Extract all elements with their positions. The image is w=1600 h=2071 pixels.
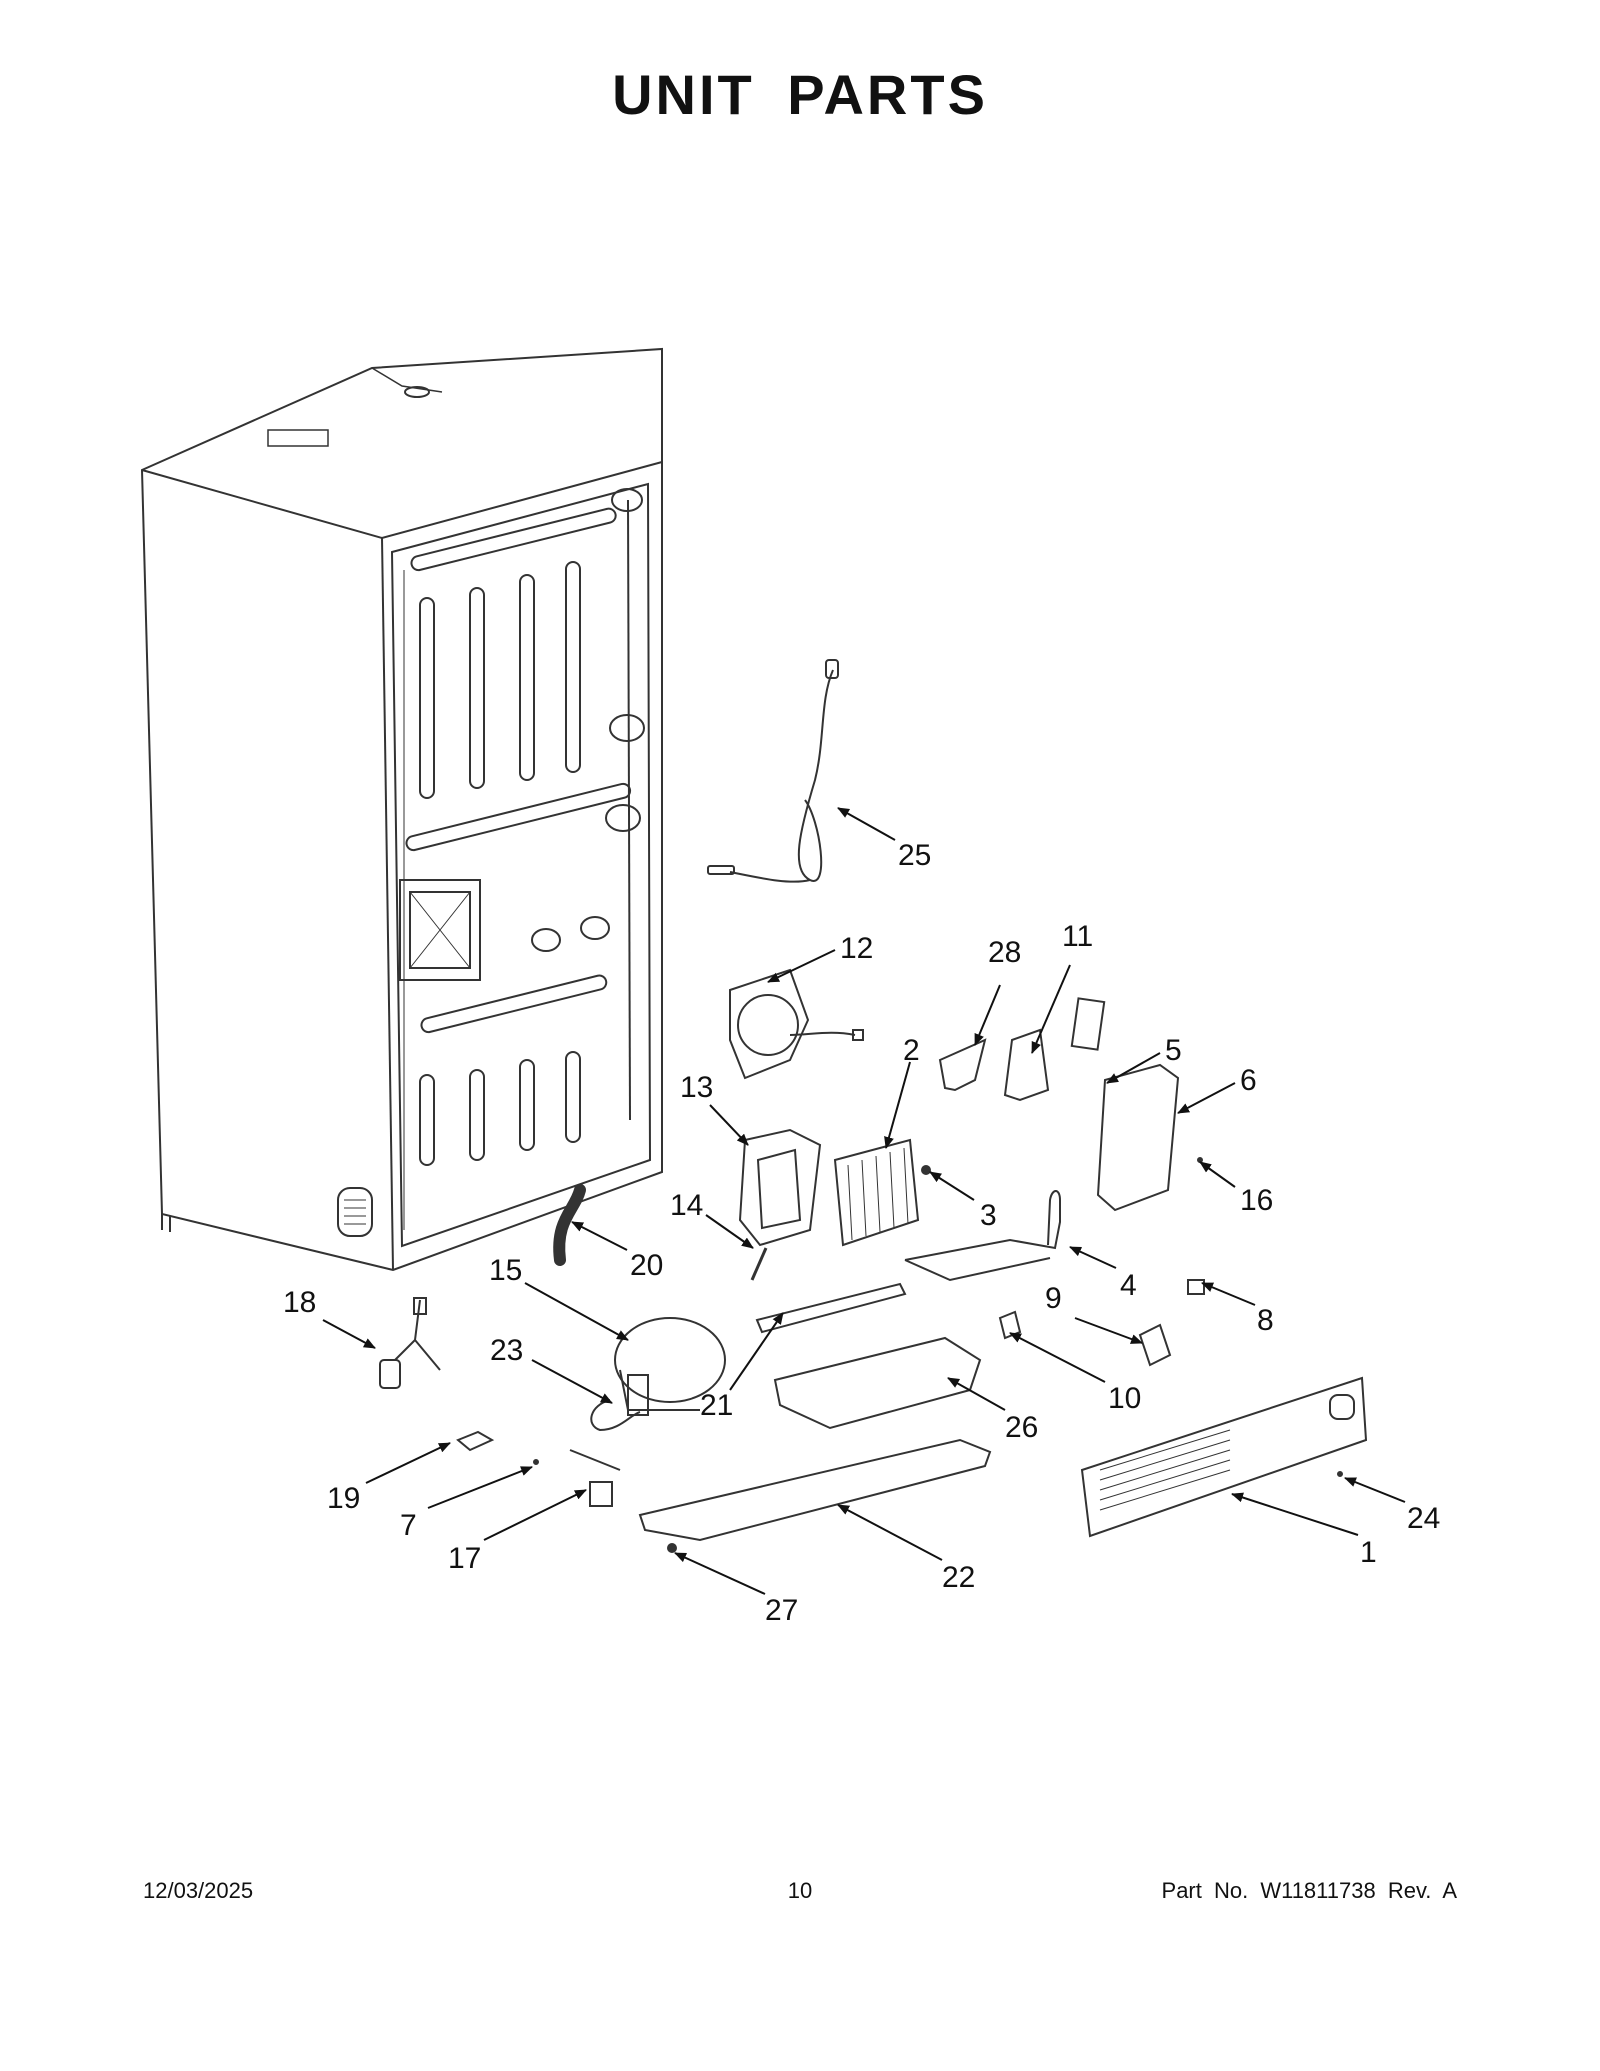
part-17-relay bbox=[569, 1449, 621, 1507]
part-4-drain-tube bbox=[904, 1190, 1061, 1282]
refrigerator-cabinet bbox=[140, 347, 663, 1272]
part-28-bracket bbox=[938, 1038, 987, 1092]
callout-1: 1 bbox=[1360, 1536, 1377, 1569]
callout-28: 28 bbox=[988, 936, 1021, 969]
callout-25: 25 bbox=[898, 839, 931, 872]
part-5-control-board bbox=[1070, 997, 1106, 1051]
callout-11: 11 bbox=[1062, 920, 1093, 953]
part-1-rear-access-panel bbox=[1080, 1376, 1368, 1538]
callout-labels: 1 2 3 4 5 6 7 8 9 10 11 12 13 14 15 16 1… bbox=[283, 839, 1440, 1627]
callout-26: 26 bbox=[1005, 1411, 1038, 1444]
callout-27: 27 bbox=[765, 1594, 798, 1627]
callout-2: 2 bbox=[903, 1034, 920, 1067]
callout-9: 9 bbox=[1045, 1282, 1062, 1315]
callout-16: 16 bbox=[1240, 1184, 1273, 1217]
part-8-clip bbox=[1187, 1279, 1205, 1295]
part-7-screw bbox=[533, 1459, 539, 1465]
callout-24: 24 bbox=[1407, 1502, 1440, 1535]
part-9-valve bbox=[1138, 1323, 1172, 1367]
part-2-condenser bbox=[833, 1138, 920, 1247]
callout-8: 8 bbox=[1257, 1304, 1274, 1337]
part-6-cover-panel bbox=[1096, 1063, 1180, 1212]
part-23-wire bbox=[590, 1399, 641, 1432]
part-12-condenser-fan bbox=[729, 968, 864, 1080]
callout-19: 19 bbox=[327, 1482, 360, 1515]
part-22-base-pan bbox=[638, 1438, 992, 1542]
part-11-bracket bbox=[1003, 1028, 1050, 1102]
callout-22: 22 bbox=[942, 1561, 975, 1594]
callout-13: 13 bbox=[680, 1071, 713, 1104]
callout-3: 3 bbox=[980, 1199, 997, 1232]
callout-5: 5 bbox=[1165, 1034, 1182, 1067]
part-25-power-cord bbox=[707, 659, 839, 883]
page-title: UNIT PARTS bbox=[612, 63, 988, 126]
callout-7: 7 bbox=[400, 1509, 417, 1542]
callout-15: 15 bbox=[489, 1254, 522, 1287]
callout-6: 6 bbox=[1240, 1064, 1257, 1097]
part-14-tube bbox=[750, 1247, 768, 1281]
callout-10: 10 bbox=[1108, 1382, 1141, 1415]
callout-17: 17 bbox=[448, 1542, 481, 1575]
footer-date: 12/03/2025 bbox=[143, 1878, 254, 1903]
part-24-screw bbox=[1337, 1471, 1343, 1477]
part-19-bracket bbox=[456, 1430, 495, 1452]
part-16-screw bbox=[1197, 1157, 1203, 1163]
part-10-clip bbox=[998, 1310, 1022, 1340]
callout-23: 23 bbox=[490, 1334, 523, 1367]
leader-lines bbox=[322, 807, 1406, 1595]
footer-page-number: 10 bbox=[787, 1878, 813, 1903]
part-20-hose bbox=[553, 1184, 586, 1266]
part-27-screw bbox=[667, 1543, 677, 1553]
part-18-wire-harness bbox=[379, 1297, 441, 1389]
part-15-compressor bbox=[614, 1317, 726, 1416]
callout-14: 14 bbox=[670, 1189, 703, 1222]
part-26-drain-tray bbox=[773, 1336, 982, 1430]
callout-20: 20 bbox=[630, 1249, 663, 1282]
callout-18: 18 bbox=[283, 1286, 316, 1319]
part-21-strip bbox=[755, 1282, 907, 1334]
part-3-screw bbox=[921, 1165, 931, 1175]
part-13-fan-shroud bbox=[738, 1128, 822, 1247]
callout-4: 4 bbox=[1120, 1269, 1137, 1302]
callout-21: 21 bbox=[700, 1389, 733, 1422]
callout-12: 12 bbox=[840, 932, 873, 965]
footer-part-number: Part No. W11811738 Rev. A bbox=[1161, 1878, 1457, 1903]
